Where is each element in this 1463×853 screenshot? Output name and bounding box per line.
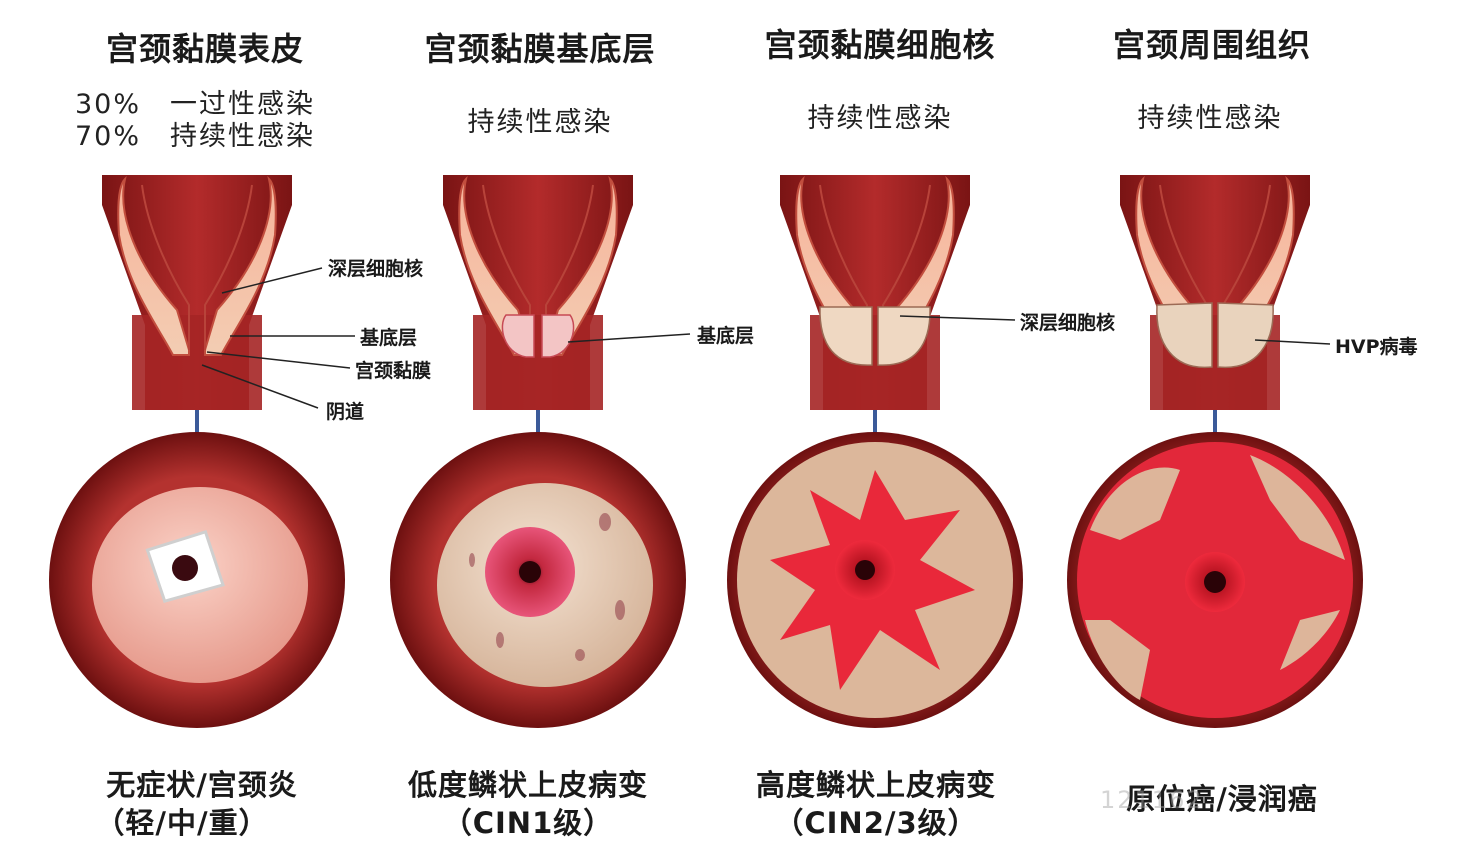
stage-label-3: 高度鳞状上皮病变 [755, 768, 997, 802]
stage-label-2-grade: （CIN1级） [442, 806, 614, 840]
column-subtitle-3: 持续性感染 [807, 103, 953, 134]
callout-cervical-mucosa: 宫颈黏膜 [355, 360, 432, 382]
column-subtitle-4: 持续性感染 [1137, 103, 1283, 134]
watermark: 121162 [1100, 786, 1204, 814]
callout-basal-layer: 基底层 [360, 327, 418, 349]
stage-label-1: 无症状/宫颈炎 [106, 768, 298, 802]
callout-hpv-virus: HVP病毒 [1335, 336, 1418, 358]
rate-label: 一过性感染 [170, 89, 315, 120]
column-title-3: 宫颈黏膜细胞核 [764, 26, 996, 64]
callout-deep-nucleus-3: 深层细胞核 [1020, 312, 1116, 334]
stage-label-3-grade: （CIN2/3级） [774, 806, 978, 840]
cervix-diagram-2 [442, 174, 634, 411]
rate-label: 持续性感染 [170, 121, 315, 152]
cervix-view-3 [727, 432, 1023, 728]
column-subtitle-2: 持续性感染 [467, 107, 613, 138]
rate-row-persistent: 70% 持续性感染 [75, 114, 315, 153]
stage-label-1-grade: （轻/中/重） [95, 806, 269, 840]
stage-label-4: 原位癌/浸润癌 [1126, 782, 1318, 816]
callout-deep-nucleus: 深层细胞核 [328, 258, 424, 280]
rate-percent: 30% [75, 89, 142, 120]
rate-row-transient: 30% 一过性感染 [75, 82, 315, 121]
cervix-diagram-1 [101, 174, 293, 411]
cervix-view-4 [1067, 432, 1363, 728]
cervix-view-1 [49, 432, 345, 728]
stage-label-2: 低度鳞状上皮病变 [407, 768, 649, 802]
leader-lines [201, 267, 1331, 409]
column-title-1: 宫颈黏膜表皮 [105, 30, 305, 68]
callout-basal-layer-2: 基底层 [697, 325, 755, 347]
cervix-diagram-4 [1119, 174, 1311, 411]
cervix-view-2 [390, 432, 686, 728]
callout-vagina: 阴道 [326, 401, 365, 423]
rate-percent: 70% [75, 121, 142, 152]
column-title-4: 宫颈周围组织 [1112, 26, 1312, 64]
column-title-2: 宫颈黏膜基底层 [424, 30, 656, 68]
cervix-diagram-3 [779, 174, 971, 411]
